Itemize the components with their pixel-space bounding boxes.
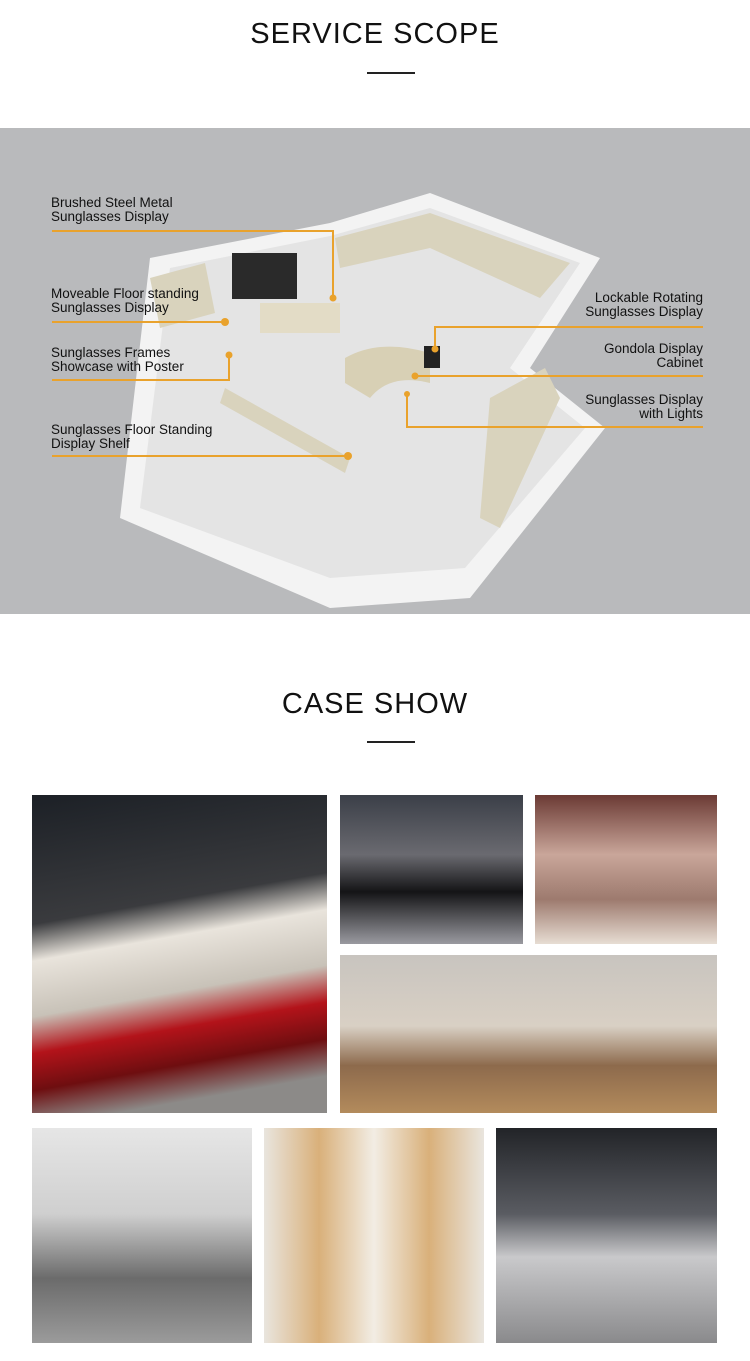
label-line: Moveable Floor standing — [51, 286, 199, 301]
store-photo-3 — [535, 795, 717, 944]
section-title-case-show: CASE SHOW — [281, 688, 469, 720]
label-line: Sunglasses Display — [585, 304, 703, 319]
label-line: Display Shelf — [51, 436, 130, 451]
floor-plan-illustration — [52, 193, 703, 608]
label-line: Lockable Rotating — [594, 290, 703, 305]
title-divider — [367, 72, 415, 74]
label-line: with Lights — [639, 406, 703, 421]
label-line: Showcase with Poster — [51, 359, 184, 374]
section-title-service-scope: SERVICE SCOPE — [250, 18, 500, 50]
title-divider — [367, 741, 415, 743]
store-photo-5 — [32, 1128, 252, 1343]
label-line: Sunglasses Display — [51, 209, 169, 224]
label-line: Sunglasses Display — [51, 300, 169, 315]
label-line: Brushed Steel Metal — [51, 195, 173, 210]
store-photo-4 — [340, 955, 717, 1113]
label-line: Sunglasses Floor Standing — [51, 422, 213, 437]
label-line: Gondola Display — [603, 341, 703, 356]
label-line: Sunglasses Frames — [51, 345, 171, 360]
store-photo-6 — [264, 1128, 484, 1343]
label-line: Sunglasses Display — [585, 392, 703, 407]
label-line: Cabinet — [656, 355, 703, 370]
store-photo-1 — [32, 795, 327, 1113]
store-photo-2 — [340, 795, 523, 944]
store-photo-7 — [496, 1128, 717, 1343]
